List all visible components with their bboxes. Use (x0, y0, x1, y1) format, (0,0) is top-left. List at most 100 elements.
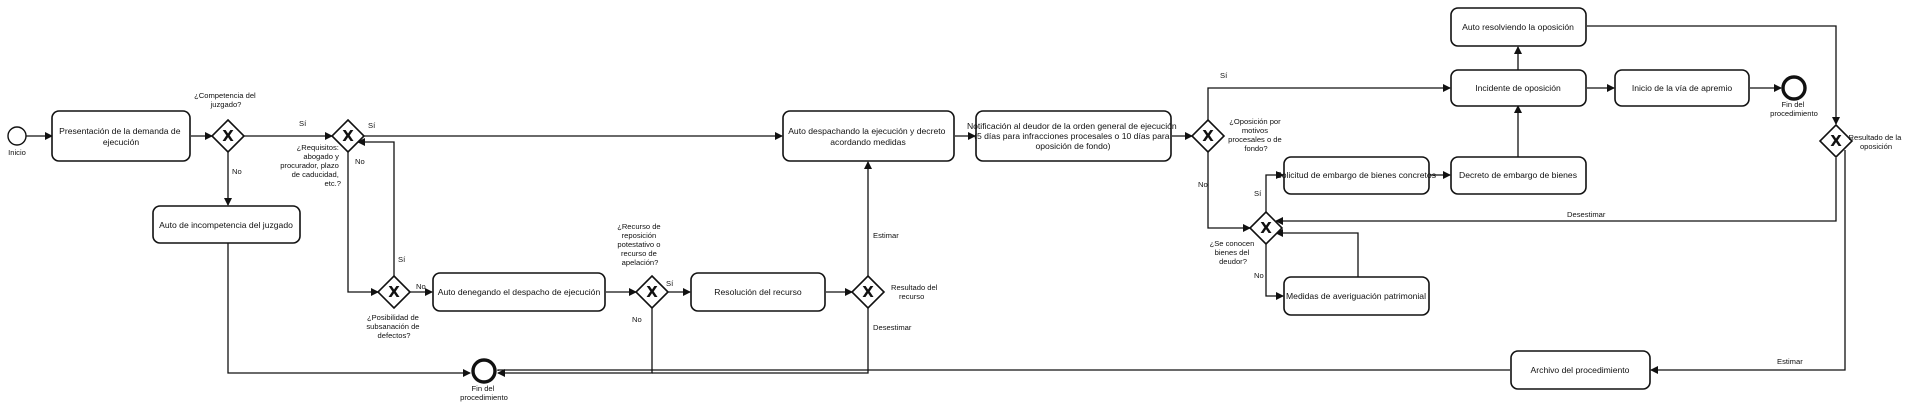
sequence-flows (26, 25, 1846, 377)
flow-label-si-competencia: Sí (299, 119, 307, 128)
flow-label-si-requisitos: Sí (368, 121, 376, 130)
flow-label-si-subsanacion: Sí (398, 255, 406, 264)
gateway-symbol: X (1202, 127, 1214, 145)
gateway-resultado-recurso[interactable]: X (850, 274, 886, 310)
gateway-label-oposicion: ¿Oposición por motivos procesales o de f… (1228, 117, 1284, 153)
task-label: Auto resolviendo la oposición (1462, 22, 1574, 32)
task-auto-despachando[interactable]: Auto despachando la ejecución y decreto … (782, 110, 955, 162)
task-label: Archivo del procedimiento (1531, 365, 1630, 375)
task-label: Notificación al deudor de la orden gener… (967, 121, 1179, 151)
flow-label-no-subsanacion: No (416, 282, 426, 291)
task-archivo-procedimiento[interactable]: Archivo del procedimiento (1510, 350, 1651, 390)
end-top-line1: Fin del (1782, 100, 1805, 109)
task-inicio-via-apremio[interactable]: Inicio de la vía de apremio (1614, 69, 1750, 107)
gateway-label-resultado-oposicion: Resultado de la oposición (1849, 133, 1904, 151)
task-auto-incompetencia[interactable]: Auto de incompetencia del juzgado (152, 205, 301, 244)
gateway-subsanacion[interactable]: X (376, 274, 412, 310)
exclusive-gateway-icon (1248, 210, 1284, 246)
gateway-competencia[interactable]: X (210, 118, 246, 154)
flow-label-estimar-recurso: Estimar (873, 231, 899, 240)
flow-resultado-estimar-oposicion (1650, 150, 1846, 374)
gateway-symbol: X (1260, 219, 1272, 237)
end-bottom-line1: Fin del (472, 384, 495, 393)
flow-incompetencia-fin (227, 243, 471, 377)
end-bottom-line2: procedimiento (460, 393, 508, 402)
end-event-top: Fin del procedimiento (1770, 75, 1818, 118)
gateway-label-recurso: ¿Recurso de reposición potestativo o rec… (617, 222, 663, 267)
flow-recurso-no (497, 308, 653, 377)
flow-averiguacion-bienes (1275, 229, 1359, 277)
task-label: Presentación de la demanda de ejecución (59, 126, 183, 147)
task-averiguacion-patrimonial[interactable]: Medidas de averiguación patrimonial (1283, 276, 1430, 316)
flow-label-desestimar-recurso: Desestimar (873, 323, 912, 332)
task-label: Auto despachando la ejecución y decreto … (788, 126, 948, 147)
gateway-label-competencia: ¿Competencia del juzgado? (194, 91, 258, 109)
flow-label-no-bienes: No (1254, 271, 1264, 280)
end-event-icon (1781, 75, 1807, 101)
flow-label-estimar-oposicion: Estimar (1777, 357, 1803, 366)
task-label: Incidente de oposición (1475, 83, 1561, 93)
task-label: Medidas de averiguación patrimonial (1286, 291, 1426, 301)
flow-label-si-bienes: Sí (1254, 189, 1262, 198)
task-label: Decreto de embargo de bienes (1459, 170, 1577, 180)
task-auto-resolviendo-oposicion[interactable]: Auto resolviendo la oposición (1450, 7, 1587, 47)
exclusive-gateway-icon (850, 274, 886, 310)
flow-bienes-si (1265, 171, 1284, 212)
flow-resultado-desestimar (652, 308, 869, 374)
flow-label-no-requisitos: No (355, 157, 365, 166)
task-label: Inicio de la vía de apremio (1632, 83, 1733, 93)
end-event-bottom: Fin del procedimiento (460, 358, 508, 402)
flow-archivo-fin (497, 369, 1510, 371)
task-label: Auto de incompetencia del juzgado (159, 220, 293, 230)
end-event-bottom-label: Fin del procedimiento (460, 384, 508, 402)
gateway-label-requisitos: ¿Requisitos: abogado y procurador, plazo… (280, 143, 341, 188)
gateway-recurso[interactable]: X (634, 274, 670, 310)
task-presentacion-demanda[interactable]: Presentación de la demanda de ejecución (51, 110, 191, 162)
gateway-symbol: X (342, 127, 354, 145)
task-incidente-oposicion[interactable]: Incidente de oposición (1450, 69, 1587, 107)
task-label: Solicitud de embargo de bienes concretos (1276, 170, 1436, 180)
exclusive-gateway-icon (1190, 118, 1226, 154)
task-resolucion-recurso[interactable]: Resolución del recurso (690, 272, 826, 312)
task-notificacion-deudor[interactable]: Notificación al deudor de la orden gener… (967, 110, 1179, 162)
exclusive-gateway-icon (634, 274, 670, 310)
task-solicitud-embargo[interactable]: Solicitud de embargo de bienes concretos (1276, 156, 1436, 195)
flow-label-no-competencia: No (232, 167, 242, 176)
gateway-symbol: X (1830, 132, 1842, 150)
gateway-symbol: X (388, 283, 400, 301)
gateway-label-resultado-recurso: Resultado del recurso (891, 283, 940, 301)
flow-subsanacion-si (357, 138, 395, 276)
gateway-symbol: X (862, 283, 874, 301)
exclusive-gateway-icon (1818, 123, 1854, 159)
exclusive-gateway-icon (210, 118, 246, 154)
end-event-top-label: Fin del procedimiento (1770, 100, 1818, 118)
start-event-label: Inicio (8, 148, 26, 157)
gateway-label-subsanacion: ¿Posibilidad de subsanación de defectos? (366, 313, 421, 340)
gateway-oposicion[interactable]: X (1190, 118, 1226, 154)
flow-label-desestimar-oposicion: Desestimar (1567, 210, 1606, 219)
gateway-resultado-oposicion[interactable]: X (1818, 123, 1854, 159)
flow-bienes-no (1265, 244, 1284, 300)
task-label: Auto denegando el despacho de ejecución (438, 287, 601, 297)
flow-resultado-desestimar-oposicion (1275, 158, 1837, 225)
flow-label-no-recurso: No (632, 315, 642, 324)
flow-auto-resultado (1587, 25, 1840, 125)
gateway-bienes[interactable]: X (1248, 210, 1284, 246)
start-event-icon (7, 126, 27, 146)
task-auto-denegando[interactable]: Auto denegando el despacho de ejecución (432, 272, 606, 312)
gateway-symbol: X (646, 283, 658, 301)
gateway-symbol: X (222, 127, 234, 145)
task-decreto-embargo[interactable]: Decreto de embargo de bienes (1450, 156, 1587, 195)
flow-oposicion-si (1207, 84, 1451, 120)
exclusive-gateway-icon (330, 118, 366, 154)
gateway-requisitos[interactable]: X (330, 118, 366, 154)
task-label: Resolución del recurso (714, 287, 802, 297)
flow-label-si-oposicion: Sí (1220, 71, 1228, 80)
end-top-line2: procedimiento (1770, 109, 1818, 118)
flow-oposicion-no (1207, 152, 1251, 232)
flow-label-si-recurso: Sí (666, 279, 674, 288)
flow-label-no-oposicion: No (1198, 180, 1208, 189)
gateway-label-bienes: ¿Se conocen bienes del deudor? (1210, 239, 1257, 266)
exclusive-gateway-icon (376, 274, 412, 310)
